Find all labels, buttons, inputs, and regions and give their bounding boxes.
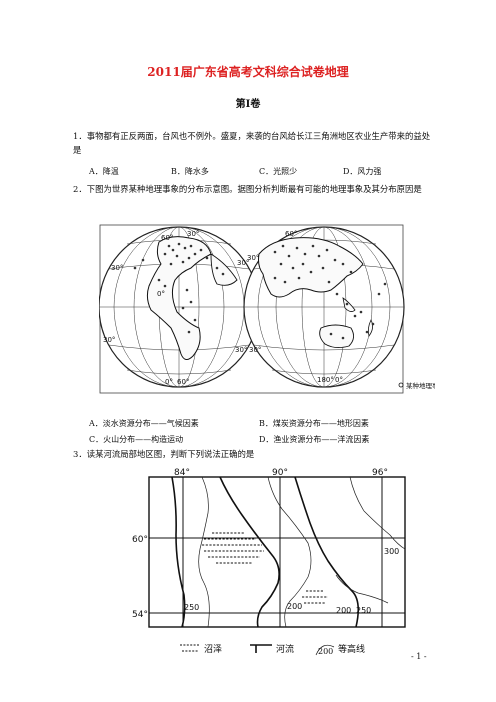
q2-option-a: A．淡水资源分布——气候因素 (89, 419, 199, 428)
question-1: 1．事物都有正反两面，台风也不例外。盛夏，来袭的台风给长江三角洲地区农业生产带来… (73, 131, 431, 155)
q1-option-d: D．风力强 (343, 167, 382, 176)
contour-label-300: 300 (384, 547, 399, 556)
map-label-1: 60° (161, 234, 173, 242)
page-title: 2011届广东省高考文科综合试卷地理 (147, 65, 349, 79)
map-label-3: 30° (111, 264, 123, 272)
longitude-label-90: 90° (272, 468, 288, 478)
eastern-hemisphere (243, 226, 405, 388)
map-label-8: 30° (247, 254, 259, 262)
western-hemisphere (99, 226, 260, 388)
map-legend-label: 某种地理事象 (406, 381, 435, 390)
map-label-9: 30° (235, 346, 247, 354)
contour-label-200-a: 200 (287, 602, 302, 611)
q1-option-c: C．光照少 (259, 167, 298, 176)
q2-option-c: C．火山分布——构造运动 (89, 435, 184, 444)
legend-dot-icon (398, 382, 404, 388)
map-label-11: 0° (165, 378, 173, 386)
page-number: - 1 - (411, 652, 427, 661)
map-label-13: 180° (317, 376, 334, 384)
river-legend-icon (250, 644, 272, 653)
legend-swamp: 沼泽 (204, 644, 222, 655)
contour-label-250-right: 250 (356, 606, 371, 615)
map-label-14: 0° (335, 376, 343, 384)
latitude-label-60: 60° (132, 535, 148, 545)
map-label-12: 60° (177, 378, 189, 386)
swamp-area (202, 532, 328, 604)
river-contour-map: 84° 90° 96° 60° 54° 300 250 200 200 250 … (132, 468, 406, 656)
section-heading: 第Ⅰ卷 (235, 99, 261, 110)
map-label-10: 30° (249, 346, 261, 354)
map-label-4: 0° (157, 290, 165, 298)
map-label-7: 60° (285, 230, 297, 238)
map-legend: 沼泽 河流 200 等高线 (180, 643, 365, 656)
swamp-legend-icon (180, 644, 200, 652)
contour-legend-icon (315, 644, 335, 656)
q2-option-d: D．渔业资源分布——洋流因素 (259, 435, 370, 444)
contour-label-250-left: 250 (184, 603, 199, 612)
map-label-6: 30° (237, 259, 249, 267)
map-label-2: 30° (187, 230, 199, 238)
question-2: 2．下图为世界某种地理事象的分布示意图。据图分析判断最有可能的地理事象及其分布原… (73, 184, 422, 194)
map-label-5: 30° (103, 336, 115, 344)
legend-contour: 等高线 (338, 643, 365, 655)
q2-option-b: B．煤炭资源分布——地形因素 (259, 419, 369, 428)
world-distribution-map: 60° 30° 30° 0° 30° 30° 60° 30° 30° 30° 0… (99, 224, 435, 394)
q1-option-b: B．降水多 (171, 167, 209, 176)
longitude-label-96: 96° (372, 468, 388, 478)
legend-river: 河流 (276, 643, 294, 655)
longitude-label-84: 84° (174, 468, 190, 478)
q1-option-a: A．降温 (89, 167, 119, 176)
contour-label-200-b: 200 (336, 606, 351, 615)
latitude-label-54: 54° (132, 610, 148, 620)
question-3: 3．读某河流局部地区图，判断下列说法正确的是 (73, 449, 255, 459)
legend-contour-value: 200 (318, 647, 333, 656)
